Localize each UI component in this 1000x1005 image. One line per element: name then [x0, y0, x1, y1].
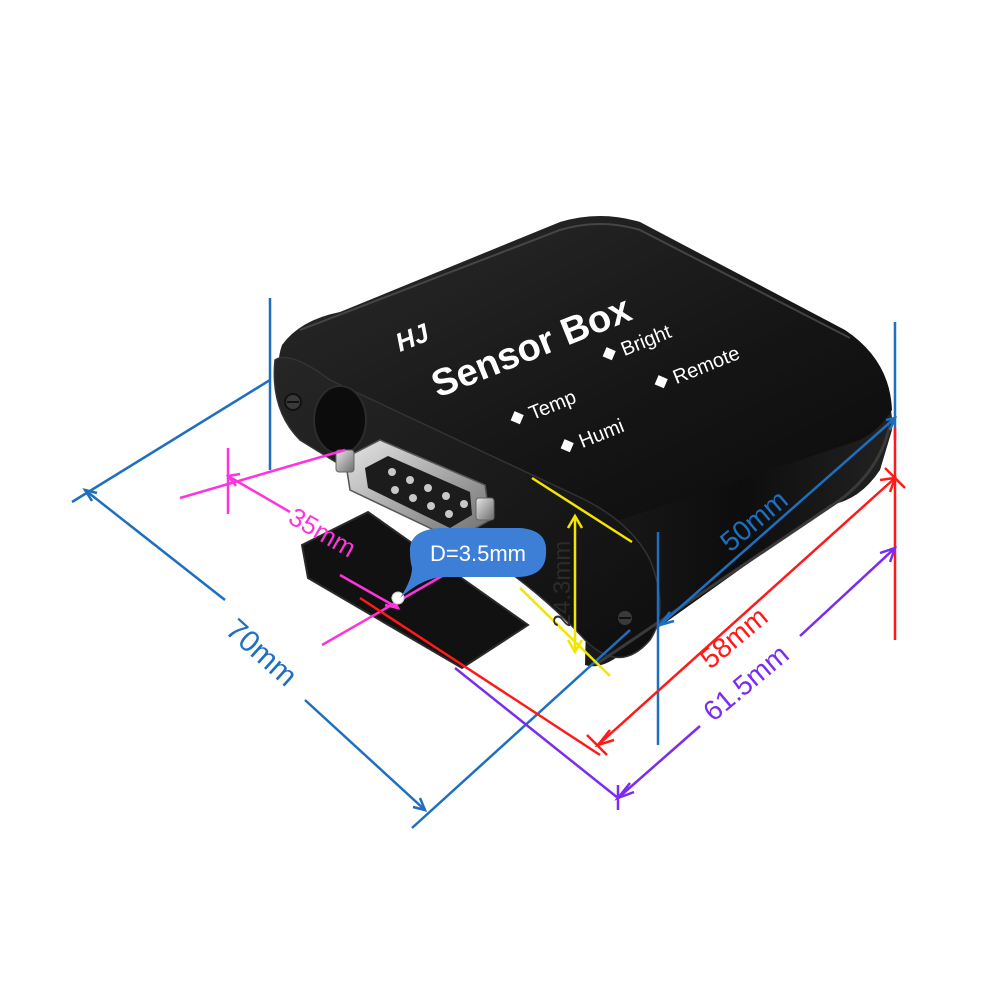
bullet-icon — [560, 439, 574, 453]
bullet-icon — [510, 411, 524, 425]
dimension-height — [519, 476, 633, 677]
dimension-label-height: 24.3mm — [549, 541, 576, 628]
bullet-icon — [654, 375, 668, 389]
round-port — [313, 385, 367, 455]
hole-diameter-callout: D=3.5mm — [391, 528, 547, 605]
dimension-label-overall-length: 70mm — [219, 613, 303, 693]
dimension-width — [656, 322, 898, 745]
bullet-icon — [602, 347, 616, 361]
dimension-total-length — [454, 546, 898, 810]
mounting-plate — [300, 510, 530, 670]
dimension-body-length — [359, 428, 906, 757]
callout-label: D=3.5mm — [430, 541, 526, 566]
connector-pins — [388, 468, 468, 518]
dimension-overall-length — [71, 298, 631, 829]
db9-connector — [335, 439, 495, 541]
